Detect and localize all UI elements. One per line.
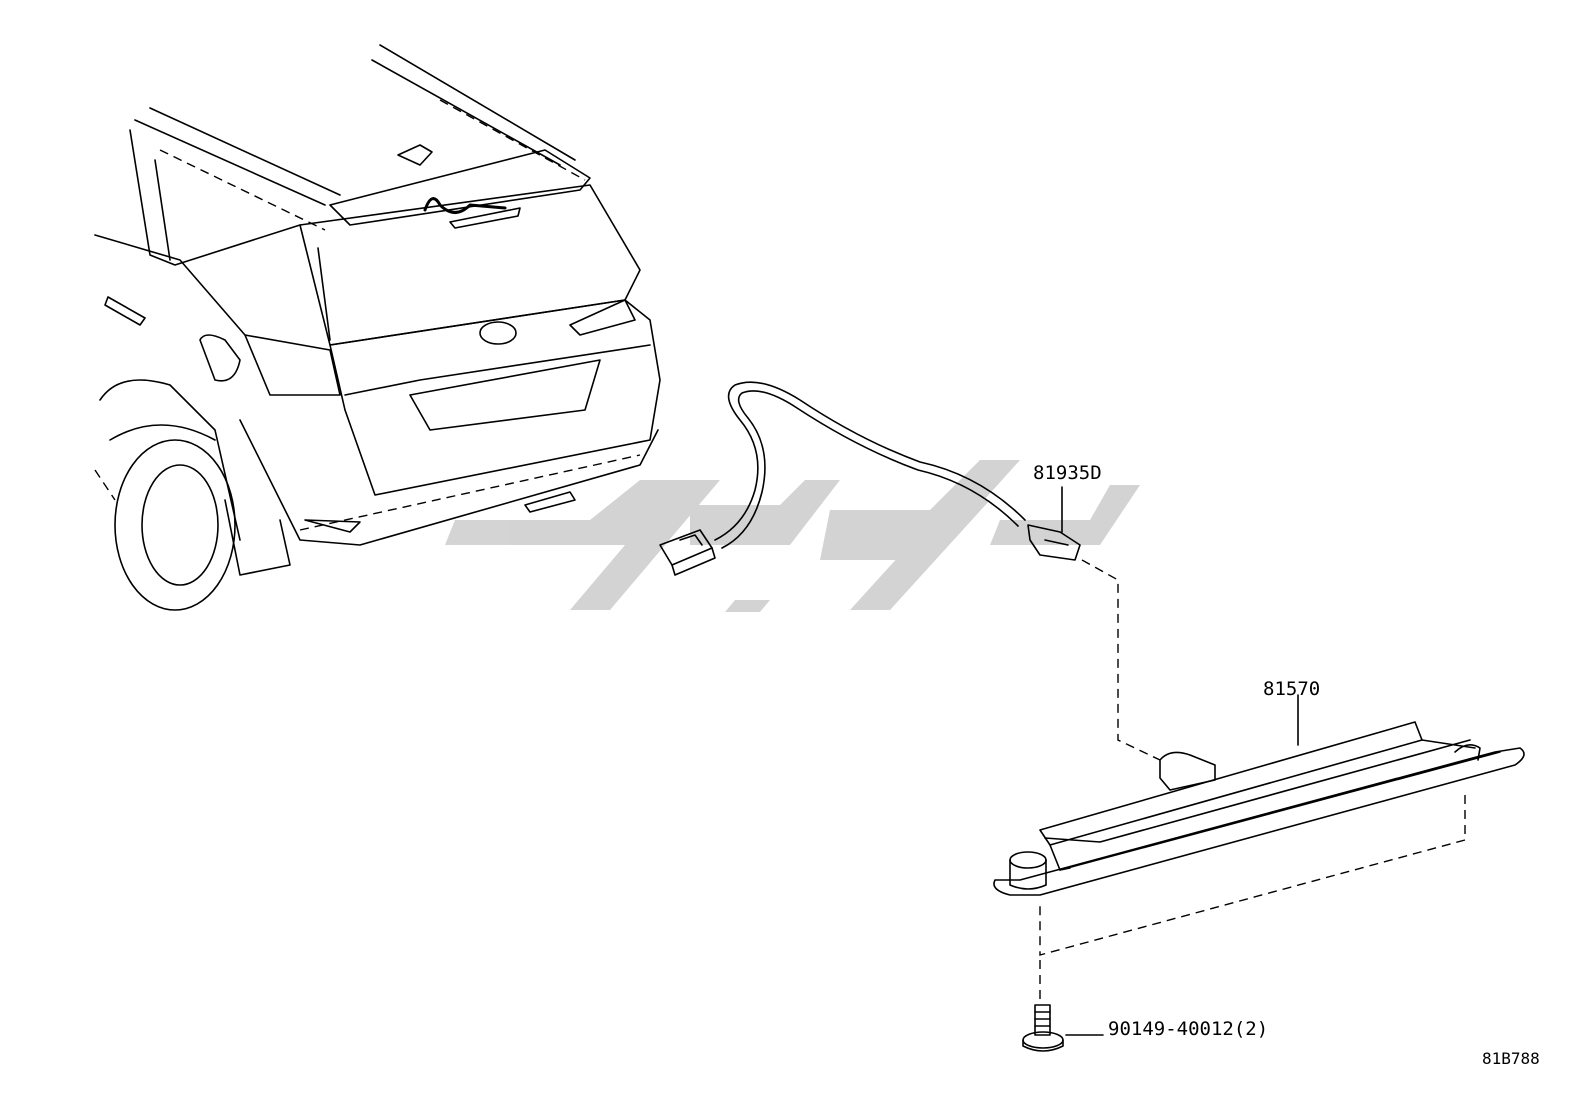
- illustration-code: 81B788: [1482, 1049, 1540, 1068]
- part-number-stop-lamp: 81570: [1263, 678, 1321, 700]
- wire-harness-81935d: [659, 381, 1081, 576]
- bolt-90149-40012: [1022, 1004, 1104, 1052]
- high-mount-stop-lamp-81570: [993, 694, 1525, 1000]
- part-number-bolt: 90149-40012(2): [1108, 1018, 1269, 1040]
- watermark-logo: [445, 460, 1140, 612]
- part-number-wire-harness: 81935D: [1033, 462, 1102, 484]
- connection-dashed-line: [1081, 559, 1161, 761]
- vehicle-rear-outline: [94, 44, 661, 611]
